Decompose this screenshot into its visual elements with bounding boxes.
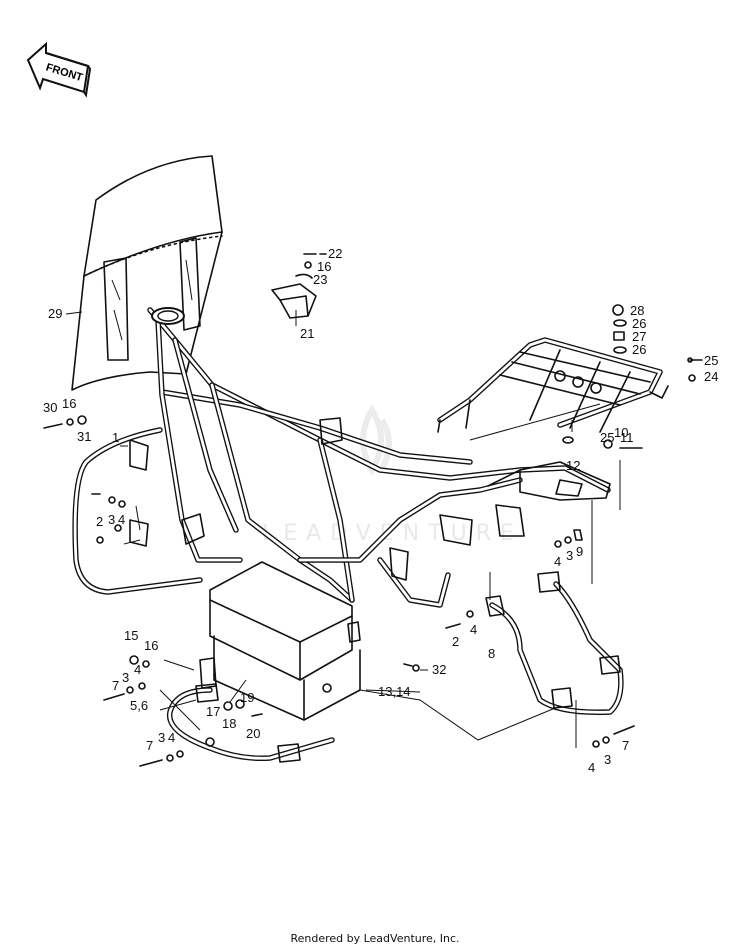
callout-15: 15 <box>124 628 138 643</box>
callout-24: 24 <box>704 369 718 384</box>
callout-16: 16 <box>144 638 158 653</box>
callout-labels: 22 16 23 21 28 26 27 26 25 24 29 30 16 3… <box>43 246 718 775</box>
callout-3: 3 <box>108 512 115 527</box>
callout-25: 25 <box>704 353 718 368</box>
callout-29: 29 <box>48 306 62 321</box>
left-guard <box>72 427 203 595</box>
callout-11: 11 <box>620 430 634 445</box>
backrest-pad <box>71 155 223 391</box>
callout-10: 10 <box>614 425 628 440</box>
callout-17: 17 <box>206 704 220 719</box>
callout-22: 22 <box>328 246 342 261</box>
hardware <box>43 253 703 767</box>
callout-4: 4 <box>588 760 595 775</box>
callout-4: 4 <box>134 662 141 677</box>
rear-carrier <box>437 337 669 433</box>
callout-27: 27 <box>632 329 646 344</box>
callout-32: 32 <box>432 662 446 677</box>
callout-5-6: 5,6 <box>130 698 148 713</box>
callout-25: 25 <box>600 430 614 445</box>
callout-18: 18 <box>222 716 236 731</box>
callout-9: 9 <box>576 544 583 559</box>
callout-2: 2 <box>452 634 459 649</box>
callout-20: 20 <box>246 726 260 741</box>
footer-credit: Rendered by LeadVenture, Inc. <box>290 932 460 945</box>
callout-3: 3 <box>604 752 611 767</box>
callout-4: 4 <box>554 554 561 569</box>
callout-28: 28 <box>630 303 644 318</box>
bracket-21 <box>271 283 317 319</box>
callout-4: 4 <box>118 512 125 527</box>
callout-23: 23 <box>313 272 327 287</box>
callout-30: 30 <box>43 400 57 415</box>
callout-3: 3 <box>158 730 165 745</box>
callout-7: 7 <box>112 678 119 693</box>
leader-lines <box>65 310 621 748</box>
callout-19: 19 <box>240 690 254 705</box>
callout-8: 8 <box>488 646 495 661</box>
callout-16: 16 <box>62 396 76 411</box>
callout-26: 26 <box>632 342 646 357</box>
callout-2: 2 <box>96 514 103 529</box>
callout-16: 16 <box>317 259 331 274</box>
callout-7: 7 <box>146 738 153 753</box>
right-guard <box>485 571 624 715</box>
callout-31: 31 <box>77 429 91 444</box>
main-frame <box>129 307 611 608</box>
callout-3: 3 <box>566 548 573 563</box>
callout-4: 4 <box>470 622 477 637</box>
front-arrow-icon: FRONT <box>26 41 92 98</box>
callout-13-14: 13,14 <box>378 684 411 699</box>
callout-4: 4 <box>168 730 175 745</box>
callout-21: 21 <box>300 326 314 341</box>
callout-26: 26 <box>632 316 646 331</box>
callout-12: 12 <box>566 458 580 473</box>
callout-7: 7 <box>622 738 629 753</box>
lower-left-guard <box>167 657 335 763</box>
callout-3: 3 <box>122 670 129 685</box>
callout-1: 1 <box>112 430 119 445</box>
